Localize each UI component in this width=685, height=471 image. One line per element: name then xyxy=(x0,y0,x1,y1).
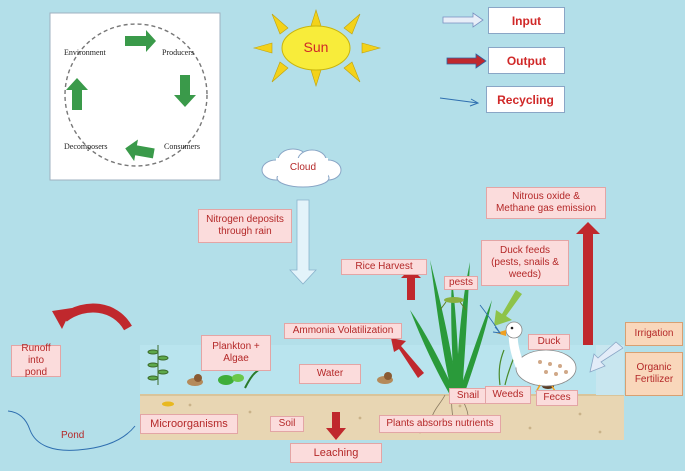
cycle-consumers-label: Consumers xyxy=(164,142,200,151)
cycle-producers-label: Producers xyxy=(162,48,194,57)
sun-icon xyxy=(252,8,382,88)
runoff-label: Runoff into pond xyxy=(11,343,61,378)
feces-label: Feces xyxy=(536,390,578,406)
fish-icon xyxy=(162,401,174,407)
duck-label: Duck xyxy=(528,334,570,350)
legend-recycling: Recycling xyxy=(486,86,565,113)
sun-label: Sun xyxy=(303,39,329,55)
ammonia-label: Ammonia Volatilization xyxy=(284,323,402,339)
output-arrows xyxy=(326,222,600,440)
legend-input: Input xyxy=(488,7,565,34)
snail-label: Snail xyxy=(449,388,487,404)
legend-recycling-arrow xyxy=(439,97,480,107)
irrigation-label: Irrigation xyxy=(625,322,683,346)
rice-plant-icon xyxy=(410,260,492,395)
cloud-label: Cloud xyxy=(289,162,317,173)
pond-shape xyxy=(7,410,136,451)
pond-label: Pond xyxy=(61,430,85,441)
weeds-label: Weeds xyxy=(485,386,531,404)
legend-output-arrow xyxy=(446,53,487,69)
rice-harvest-label: Rice Harvest xyxy=(341,259,427,275)
pests-label: pests xyxy=(444,276,478,290)
recycling-arrow xyxy=(479,304,502,334)
leaching-label: Leaching xyxy=(290,443,382,463)
nitrogen-deposits-label: Nitrogen deposits through rain xyxy=(198,209,292,243)
rain-input-arrow xyxy=(289,199,317,285)
cycle-environment-label: Environment xyxy=(64,48,106,57)
legend-output: Output xyxy=(488,47,565,74)
grasshopper-icon xyxy=(439,297,467,311)
duck-feeds-arrow xyxy=(494,290,522,326)
duck-feeds-label: Duck feeds (pests, snails & weeds) xyxy=(481,240,569,286)
legend-input-arrow xyxy=(442,12,484,28)
cycle-decomposers-label: Decomposers xyxy=(64,142,108,151)
plankton-label: Plankton + Algae xyxy=(201,335,271,371)
microorganisms-label: Microorganisms xyxy=(140,414,238,434)
organic-fertilizer-label: Organic Fertilizer xyxy=(625,352,683,396)
water-label: Water xyxy=(299,364,361,384)
soil-label: Soil xyxy=(270,416,304,432)
runoff-arrow xyxy=(52,303,132,331)
plants-absorb-label: Plants absorbs nutrients xyxy=(379,415,501,433)
ecosystem-cycle-panel xyxy=(49,12,221,181)
nitrous-oxide-label: Nitrous oxide & Methane gas emission xyxy=(486,187,606,219)
plankton-icon xyxy=(147,345,169,385)
cycle-arrow-icon xyxy=(66,30,196,162)
snail-icon xyxy=(187,372,393,386)
irrigation-input-arrow xyxy=(589,341,624,373)
